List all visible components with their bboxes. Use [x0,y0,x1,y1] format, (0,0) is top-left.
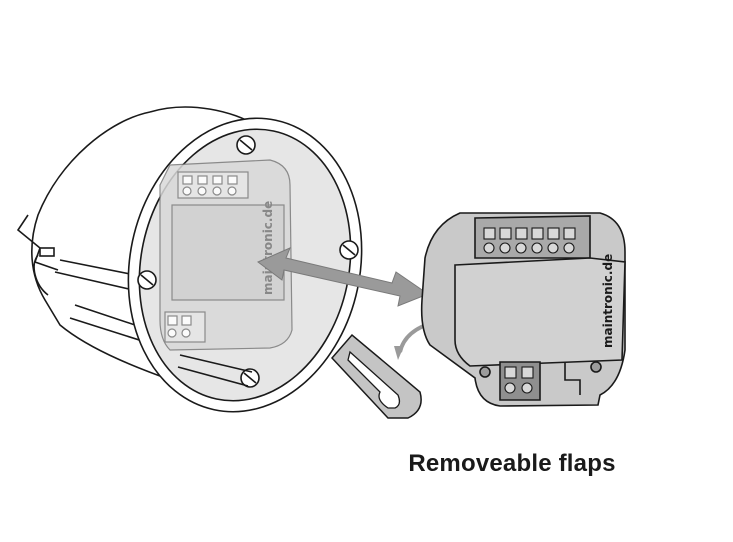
maintronic-module [420,212,626,407]
curved-arrow-tail-icon [394,346,404,360]
box-module-inner [159,159,293,351]
caption-removeable-flaps: Removeable flaps [408,450,616,477]
module-brand-label: maintronic.de [601,254,615,348]
box-brand-label: maintronic.de [261,201,275,295]
removable-flap [330,333,422,419]
